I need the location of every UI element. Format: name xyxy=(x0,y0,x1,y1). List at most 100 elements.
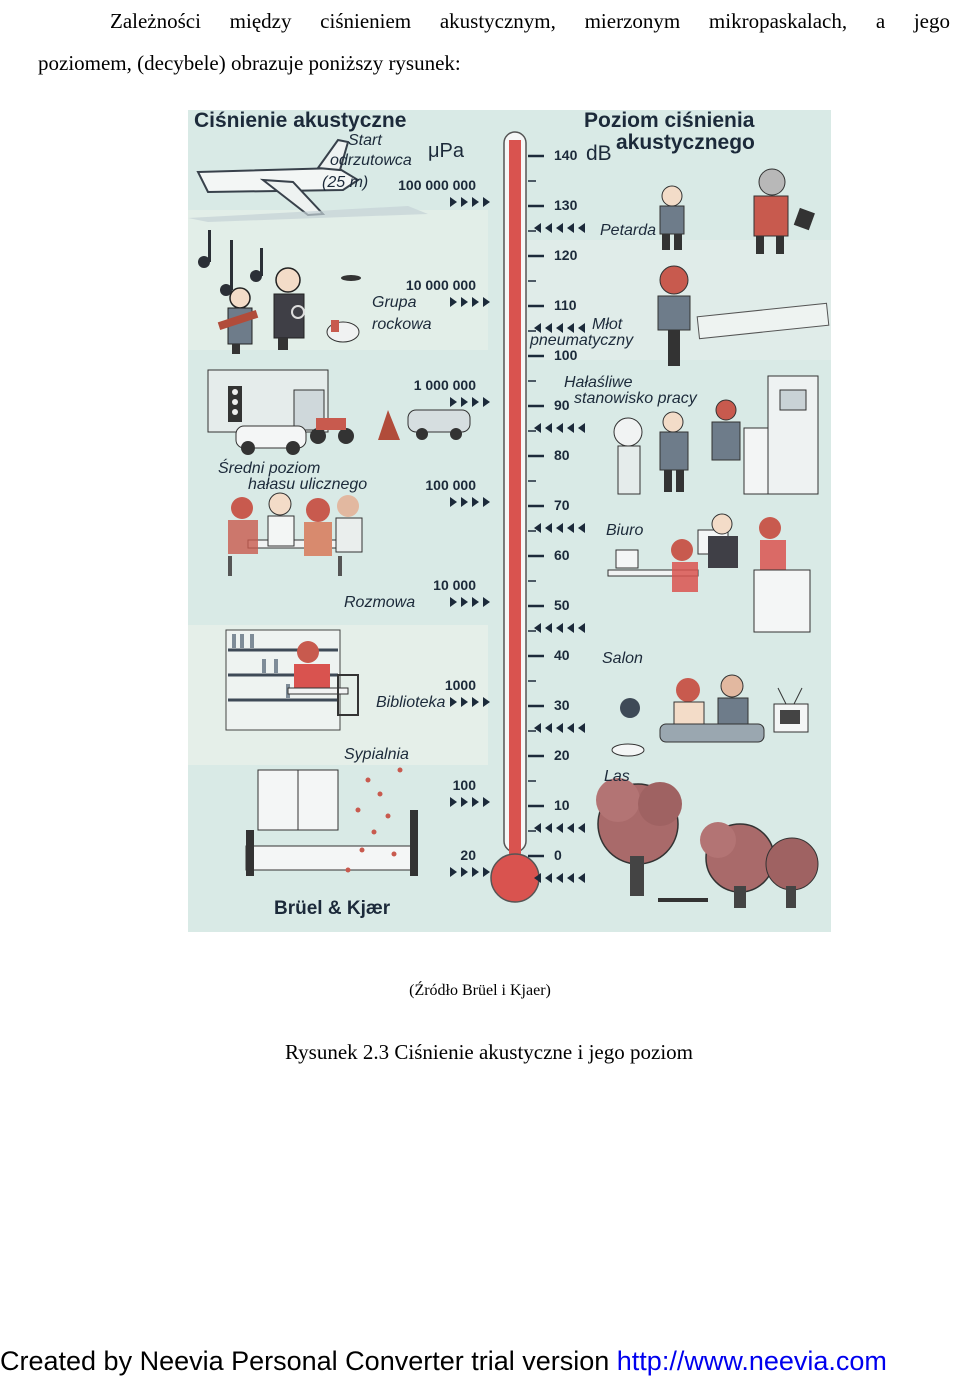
arrow-marker xyxy=(545,823,552,833)
arrow-marker xyxy=(567,523,574,533)
arrow-marker xyxy=(472,497,479,507)
db-label-120: 120 xyxy=(554,247,578,263)
arrow-marker xyxy=(556,823,563,833)
converter-footer: Created by Neevia Personal Converter tri… xyxy=(0,1344,960,1378)
arrow-marker xyxy=(450,597,457,607)
arrow-marker xyxy=(472,597,479,607)
bedroom-icon xyxy=(245,767,418,876)
upa-label: 100 000 000 xyxy=(398,177,476,193)
arrow-marker xyxy=(567,423,574,433)
scene-workshop-line2: stanowisko pracy xyxy=(574,390,697,407)
scene-street-line2: hałasu ulicznego xyxy=(248,476,368,493)
arrow-marker xyxy=(461,297,468,307)
scene-jet-line3: (25 m) xyxy=(322,174,369,191)
arrow-marker xyxy=(578,223,585,233)
conversation-people-icon xyxy=(228,492,363,576)
db-label-60: 60 xyxy=(554,547,570,563)
arrow-marker xyxy=(556,423,563,433)
arrow-marker xyxy=(461,197,468,207)
arrow-marker xyxy=(545,623,552,633)
scene-drill-line2: pneumatyczny xyxy=(530,332,634,349)
arrow-marker xyxy=(450,797,457,807)
db-label-50: 50 xyxy=(554,597,570,613)
arrow-marker xyxy=(556,723,563,733)
scene-office: Biuro xyxy=(606,522,644,539)
arrow-marker xyxy=(567,723,574,733)
scene-drill-line1: Młot xyxy=(592,316,623,333)
db-label-10: 10 xyxy=(554,797,570,813)
figure-caption: Rysunek 2.3 Ciśnienie akustyczne i jego … xyxy=(284,1040,693,1064)
street-traffic-icon xyxy=(207,369,471,455)
arrow-marker xyxy=(472,797,479,807)
arrow-marker xyxy=(450,197,457,207)
arrow-marker xyxy=(472,867,479,877)
thermometer-icon xyxy=(490,131,540,903)
figure-source: (Źródło Brüel i Kjaer) xyxy=(409,982,551,999)
arrow-marker xyxy=(567,223,574,233)
arrow-marker xyxy=(472,397,479,407)
db-label-130: 130 xyxy=(554,197,578,213)
arrow-marker xyxy=(556,323,563,333)
scene-rock-line1: Grupa xyxy=(372,294,417,311)
arrow-marker xyxy=(483,797,490,807)
arrow-marker xyxy=(461,797,468,807)
figure-title-right: Poziom ciśnienia akustycznego xyxy=(584,110,755,154)
library-shelves-icon xyxy=(225,629,359,731)
arrow-marker xyxy=(472,697,479,707)
upa-label: 10 000 xyxy=(433,577,476,593)
scene-library: Biblioteka xyxy=(376,694,446,711)
arrow-marker xyxy=(534,873,541,883)
scene-forest: Las xyxy=(604,768,630,785)
living-room-icon xyxy=(611,674,809,757)
arrow-marker xyxy=(534,223,541,233)
figure-title-right-line1: Poziom ciśnienia xyxy=(584,110,755,132)
bruel-kjaer-logo: Brüel & Kjær xyxy=(274,898,391,919)
upa-label: 1000 xyxy=(444,677,476,693)
db-label-140: 140 xyxy=(554,147,578,163)
jet-plane-icon xyxy=(188,138,428,222)
arrow-marker xyxy=(545,423,552,433)
arrow-marker xyxy=(534,523,541,533)
intro-paragraph: Zależności między ciśnieniem akustycznym… xyxy=(38,0,950,84)
arrow-marker xyxy=(483,397,490,407)
arrow-marker xyxy=(545,223,552,233)
arrow-marker xyxy=(578,873,585,883)
arrow-marker xyxy=(578,523,585,533)
scene-rock-line2: rockowa xyxy=(372,316,432,333)
arrow-marker xyxy=(534,323,541,333)
scene-conversation: Rozmowa xyxy=(344,594,416,611)
figure-title-right-line2: akustycznego xyxy=(616,131,755,154)
scene-firecracker: Petarda xyxy=(600,222,657,239)
arrow-marker xyxy=(534,723,541,733)
arrow-marker xyxy=(483,197,490,207)
arrow-marker xyxy=(556,873,563,883)
arrow-marker xyxy=(450,497,457,507)
arrow-marker xyxy=(578,623,585,633)
arrow-marker xyxy=(578,723,585,733)
level-arrows xyxy=(450,197,585,883)
arrow-marker xyxy=(483,597,490,607)
arrow-marker xyxy=(450,867,457,877)
footer-link[interactable]: http://www.neevia.com xyxy=(616,1346,887,1376)
arrow-marker xyxy=(461,697,468,707)
db-label-20: 20 xyxy=(554,747,570,763)
arrow-marker xyxy=(567,873,574,883)
arrow-marker xyxy=(461,397,468,407)
music-notes-icon xyxy=(198,230,263,296)
db-label-30: 30 xyxy=(554,697,570,713)
pneumatic-drill-worker-icon xyxy=(657,265,830,366)
upa-label: 100 xyxy=(452,777,476,793)
arrow-marker xyxy=(483,697,490,707)
arrow-marker xyxy=(567,823,574,833)
arrow-marker xyxy=(483,867,490,877)
arrow-marker xyxy=(534,823,541,833)
scene-street-line1: Średni poziom xyxy=(218,460,321,477)
db-label-100: 100 xyxy=(554,347,578,363)
db-tick-marks xyxy=(528,154,544,858)
figure-title-left: Ciśnienie akustyczne xyxy=(194,110,407,132)
arrow-marker xyxy=(567,323,574,333)
forest-trees-icon xyxy=(596,778,819,908)
rock-band-icon xyxy=(217,267,361,354)
arrow-marker xyxy=(556,623,563,633)
unit-micropascal: μPa xyxy=(428,140,464,162)
